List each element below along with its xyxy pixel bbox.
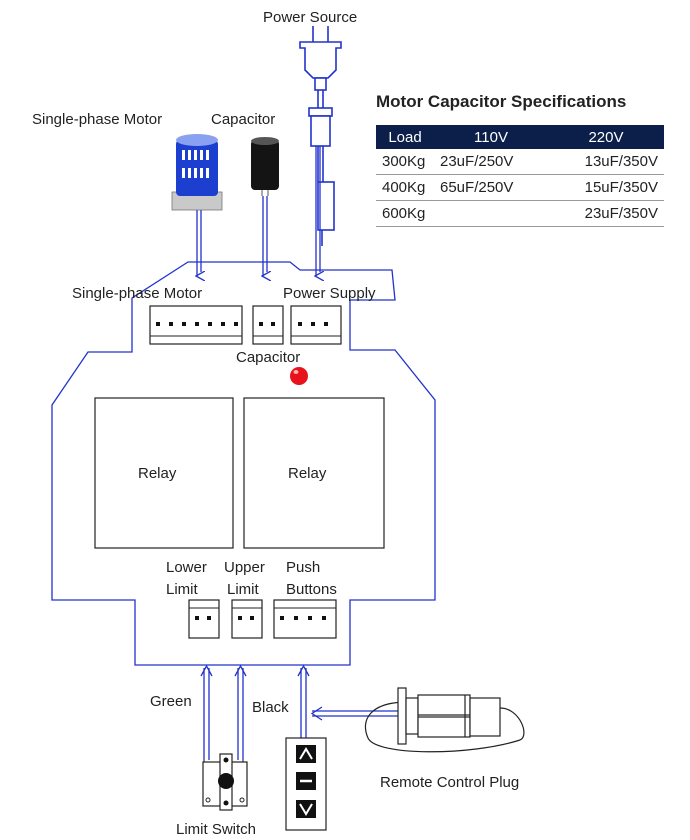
black-wire [234, 664, 247, 760]
push-button-wire [297, 664, 310, 740]
terminal-pin [234, 322, 238, 326]
table-row: 600Kg 23uF/350V [376, 200, 664, 227]
indicator-led [290, 367, 308, 385]
label-push-buttons-1: Push [286, 559, 320, 576]
label-green: Green [150, 693, 192, 710]
label-relay-left: Relay [138, 465, 177, 482]
spec-table: Load 110V 220V 300Kg 23uF/250V 13uF/350V… [376, 125, 664, 227]
terminal-pin [250, 616, 254, 620]
terminal-block-upper-limit [231, 599, 263, 639]
terminal-pin [294, 616, 298, 620]
remote-plug-icon [364, 687, 525, 753]
spec-cell: 600Kg [376, 200, 434, 227]
terminal-pin [182, 322, 186, 326]
terminal-pin [195, 616, 199, 620]
label-black: Black [252, 699, 289, 716]
label-relay-right: Relay [288, 465, 327, 482]
label-upper-limit-1: Upper [224, 559, 265, 576]
spec-cell: 15uF/350V [548, 174, 664, 201]
spec-header-220v: 220V [548, 125, 664, 149]
label-capacitor-top: Capacitor [211, 111, 275, 128]
terminal-block-capacitor [252, 305, 284, 345]
terminal-pin [195, 322, 199, 326]
terminal-pin [208, 322, 212, 326]
remote-plug-wire [310, 706, 398, 721]
terminal-pin [207, 616, 211, 620]
label-terminal-capacitor: Capacitor [236, 349, 300, 366]
terminal-pins-bottom [195, 616, 326, 620]
label-upper-limit-2: Limit [227, 581, 260, 598]
spec-table-title: Motor Capacitor Specifications [376, 92, 627, 111]
spec-cell: 23uF/350V [548, 200, 664, 227]
label-single-phase-motor-top: Single-phase Motor [32, 111, 162, 128]
capacitor-icon [251, 137, 279, 196]
spec-cell: 65uF/250V [434, 174, 548, 201]
terminal-block-lower-limit [188, 599, 220, 639]
terminal-pin [221, 322, 225, 326]
label-push-buttons-2: Buttons [286, 581, 337, 598]
terminal-pin [238, 616, 242, 620]
terminal-pin [308, 616, 312, 620]
label-terminal-power: Power Supply [283, 285, 376, 302]
terminal-pin [324, 322, 328, 326]
remote-pendant [285, 737, 327, 831]
terminal-pin [311, 322, 315, 326]
label-lower-limit-2: Limit [166, 581, 199, 598]
power-plug-icon [299, 26, 342, 246]
spec-header-load: Load [376, 125, 434, 149]
table-row: 300Kg 23uF/250V 13uF/350V [376, 149, 664, 175]
terminal-pins-top [156, 322, 328, 326]
relay-right-box [243, 397, 385, 549]
spec-cell: 13uF/350V [548, 149, 664, 175]
controller-board-outline [51, 261, 436, 666]
terminal-pin [156, 322, 160, 326]
terminal-pin [169, 322, 173, 326]
spec-cell: 400Kg [376, 174, 434, 201]
limit-switch-icon [202, 753, 248, 811]
label-limit-switch: Limit Switch [176, 821, 256, 838]
terminal-pin [298, 322, 302, 326]
terminal-pin [271, 322, 275, 326]
motor-icon [171, 134, 223, 211]
relay-left-box [94, 397, 234, 549]
green-wire [200, 664, 213, 760]
terminal-pin [280, 616, 284, 620]
spec-cell: 300Kg [376, 149, 434, 175]
spec-cell: 23uF/250V [434, 149, 548, 175]
terminal-pin [322, 616, 326, 620]
table-row: 400Kg 65uF/250V 15uF/350V [376, 174, 664, 201]
label-lower-limit-1: Lower [166, 559, 207, 576]
label-power-source: Power Source [263, 9, 357, 26]
label-terminal-motor: Single-phase Motor [72, 285, 202, 302]
label-remote-plug: Remote Control Plug [380, 774, 519, 791]
spec-cell [434, 200, 548, 227]
terminal-pin [259, 322, 263, 326]
spec-table-header-row: Load 110V 220V [376, 125, 664, 149]
spec-header-110v: 110V [434, 125, 548, 149]
